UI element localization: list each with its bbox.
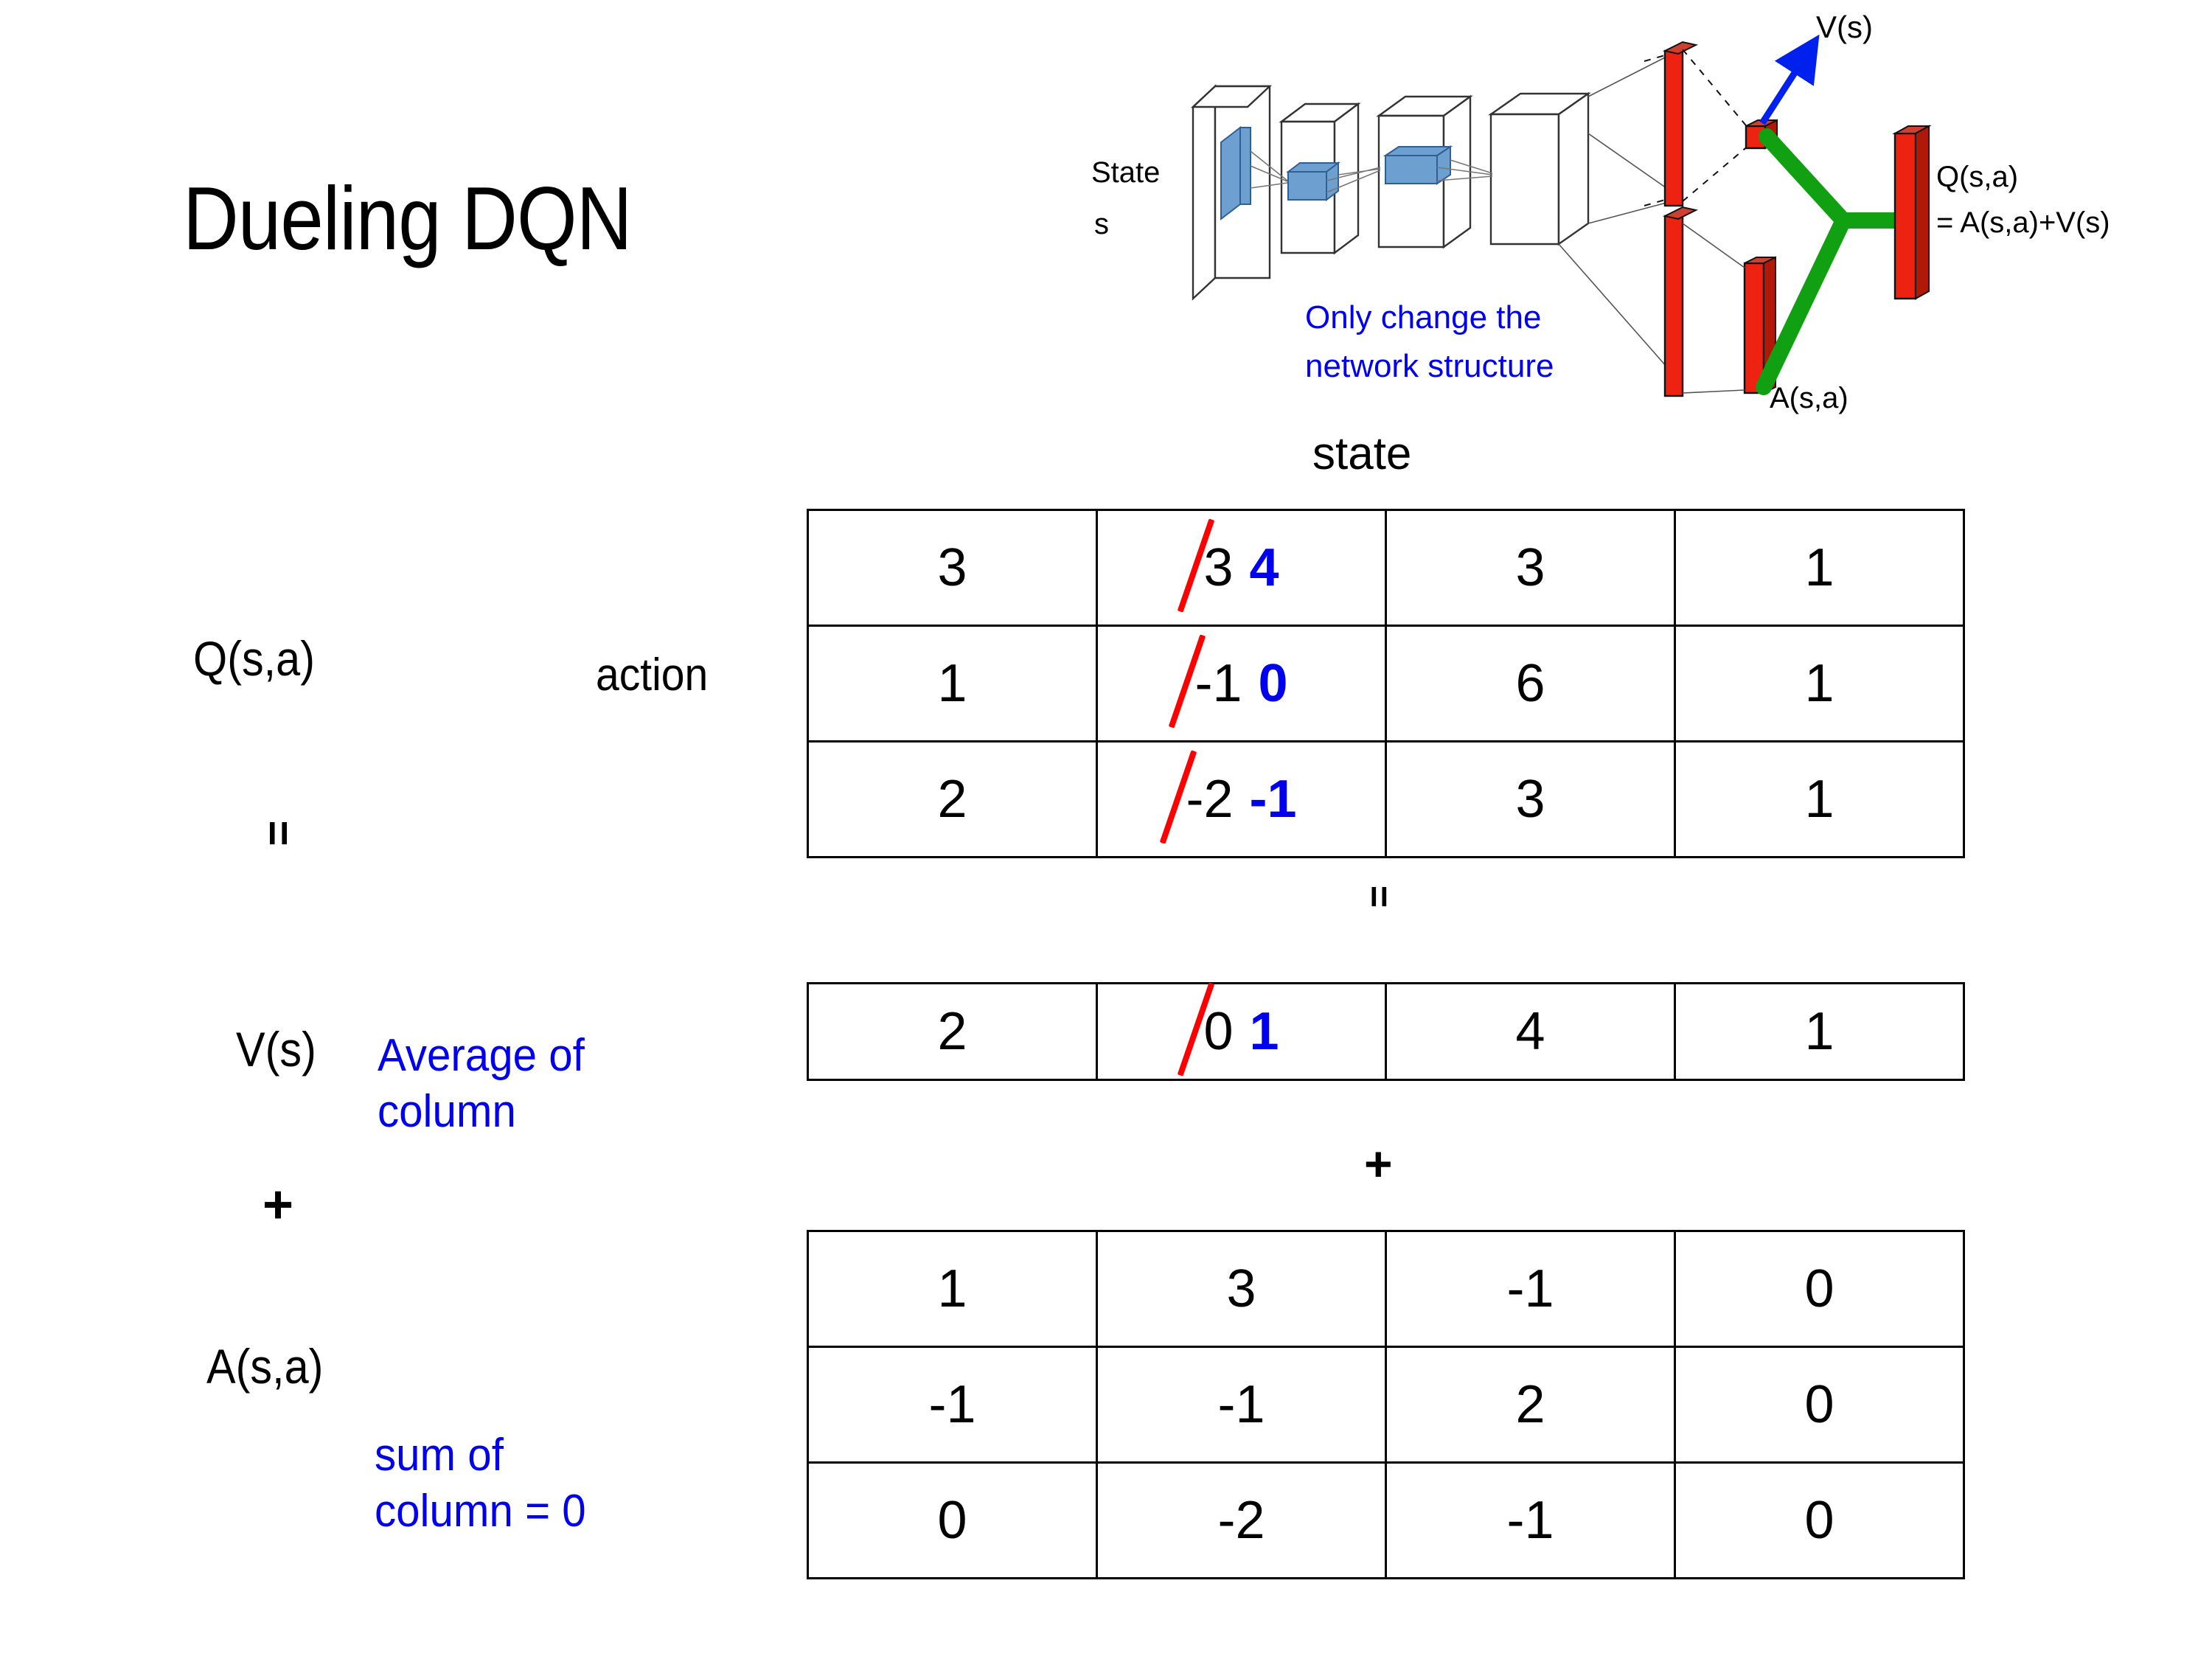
table-cell: 1 (1674, 625, 1965, 742)
diagram-state-label-line1: State (1091, 156, 1160, 189)
table-cell: -1 (1385, 1461, 1676, 1579)
table-cell: 3 (1096, 1230, 1387, 1348)
diagram-note-line1: Only change the (1305, 299, 1541, 335)
struck-out-value: -1 (1194, 654, 1242, 713)
axis-label-state: state (1312, 428, 1412, 479)
table-cell: 2 (1385, 1346, 1676, 1464)
corrected-value: 0 (1258, 654, 1288, 713)
corrected-value: 4 (1249, 538, 1279, 597)
struck-out-value: 0 (1203, 1002, 1234, 1061)
struck-out-value: 3 (1203, 538, 1234, 597)
table-cell: 0 (1674, 1346, 1965, 1464)
table-cell: 3 (1385, 509, 1676, 627)
table-cell: -1 0 (1096, 625, 1387, 742)
diagram-v-output-label: V(s) (1816, 10, 1873, 44)
row-label-a: A(s,a) (206, 1339, 324, 1394)
row-label-q: Q(s,a) (193, 631, 316, 686)
table-cell: 1 (807, 1230, 1098, 1348)
struck-out-value: -2 (1186, 770, 1234, 829)
table-cell: 0 (807, 1461, 1098, 1579)
operator-plus-left: + (262, 1175, 294, 1234)
table-cell: 6 (1385, 625, 1676, 742)
dueling-network-diagram: V(s) Q(s,a) = A(s,a)+V(s) A(s,a) State s… (1084, 4, 2212, 417)
table-cell: 0 (1674, 1461, 1965, 1579)
table-cell: 0 (1674, 1230, 1965, 1348)
diagram-q-output-label-line2: = A(s,a)+V(s) (1936, 206, 2110, 239)
annotation-sum-of-column: sum of column = 0 (375, 1430, 586, 1537)
table-cell: -2 -1 (1096, 740, 1387, 858)
table-cell: -1 (1096, 1346, 1387, 1464)
table-cell: 1 (807, 625, 1098, 742)
operator-equals-left: = (254, 820, 304, 846)
row-label-v: V(s) (236, 1022, 316, 1077)
table-cell: 3 (1385, 740, 1676, 858)
table-cell: -1 (807, 1346, 1098, 1464)
table-cell: 4 (1385, 982, 1676, 1081)
table-cell: 2 (807, 982, 1098, 1081)
diagram-q-output-label-line1: Q(s,a) (1936, 161, 2018, 193)
diagram-a-output-label: A(s,a) (1770, 382, 1848, 414)
table-cell: 3 (807, 509, 1098, 627)
corrected-value: -1 (1249, 770, 1297, 829)
corrected-value: 1 (1249, 1002, 1279, 1061)
table-cell: -2 (1096, 1461, 1387, 1579)
table-cell: 1 (1674, 740, 1965, 858)
page-title: Dueling DQN (183, 168, 632, 268)
diagram-state-label-line2: s (1094, 208, 1109, 240)
table-cell: -1 (1385, 1230, 1676, 1348)
operator-plus-middle: + (1364, 1136, 1393, 1191)
table-cell: 1 (1674, 509, 1965, 627)
annotation-average-of-column: Average of column (378, 1030, 585, 1137)
table-cell: 2 (807, 740, 1098, 858)
axis-label-action: action (596, 650, 709, 700)
table-cell: 1 (1674, 982, 1965, 1081)
operator-equals-middle: = (1357, 885, 1401, 908)
diagram-note-line2: network structure (1305, 348, 1554, 384)
